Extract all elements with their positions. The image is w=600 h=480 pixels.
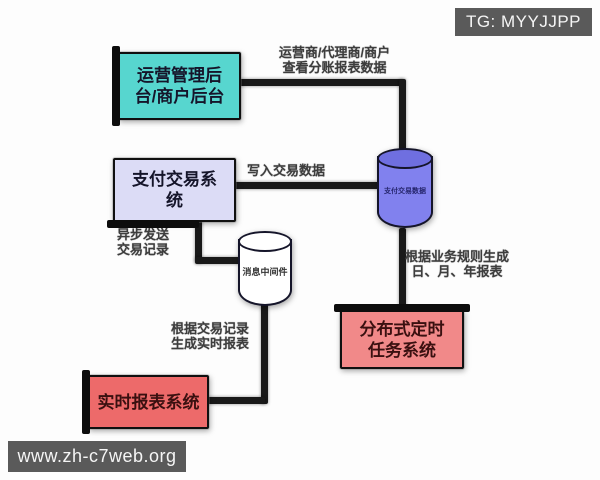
edge-db-to-scheduler [399,228,406,312]
node-payment-transaction-system: 支付交易系 统 [107,158,236,228]
edge-label-async-send: 异步发送 交易记录 [117,227,170,257]
node-accent-stroke [82,370,90,434]
node-accent-stroke [334,304,470,312]
telegram-watermark-badge: TG: MYYJJPP [455,8,592,36]
node-realtime-report-system: 实时报表系统 [82,370,209,434]
edge-mq-to-report-horizontal [203,397,265,404]
node-accent-stroke [112,46,120,126]
node-label: 支付交易系 统 [132,170,217,210]
edge-pay-to-db [232,182,379,189]
edge-pay-to-mq-horizontal [195,257,241,264]
database-label: 消息中间件 [242,267,288,277]
edge-mq-to-report-vertical [261,304,268,404]
node-label: 分布式定时 任务系统 [359,319,445,360]
database-payment-transactions: 支付交易数据 [377,148,433,228]
edge-label-write-transactions: 写入交易数据 [247,163,326,178]
edge-ops-to-db-horizontal [233,79,404,86]
node-accent-stroke [107,220,199,228]
edge-label-generate-realtime-reports: 根据交易记录 生成实时报表 [170,321,249,351]
edge-label-view-reports: 运营商/代理商/商户 查看分账报表数据 [278,45,391,75]
website-watermark-badge: www.zh-c7web.org [8,441,186,472]
node-distributed-scheduler-system: 分布式定时 任务系统 [334,304,470,369]
database-top-ellipse [377,148,433,169]
node-operations-merchant-backend: 运营管理后 台/商户后台 [112,46,241,126]
database-message-middleware: 消息中间件 [238,231,292,306]
node-label: 运营管理后 台/商户后台 [134,66,225,106]
edge-pay-to-mq-vertical [195,218,202,263]
edge-ops-to-db-vertical [399,79,406,151]
database-top-ellipse [238,231,292,252]
database-label: 支付交易数据 [384,188,426,195]
node-label: 实时报表系统 [97,392,200,412]
edge-label-generate-periodic-reports: 根据业务规则生成 日、月、年报表 [404,249,509,279]
